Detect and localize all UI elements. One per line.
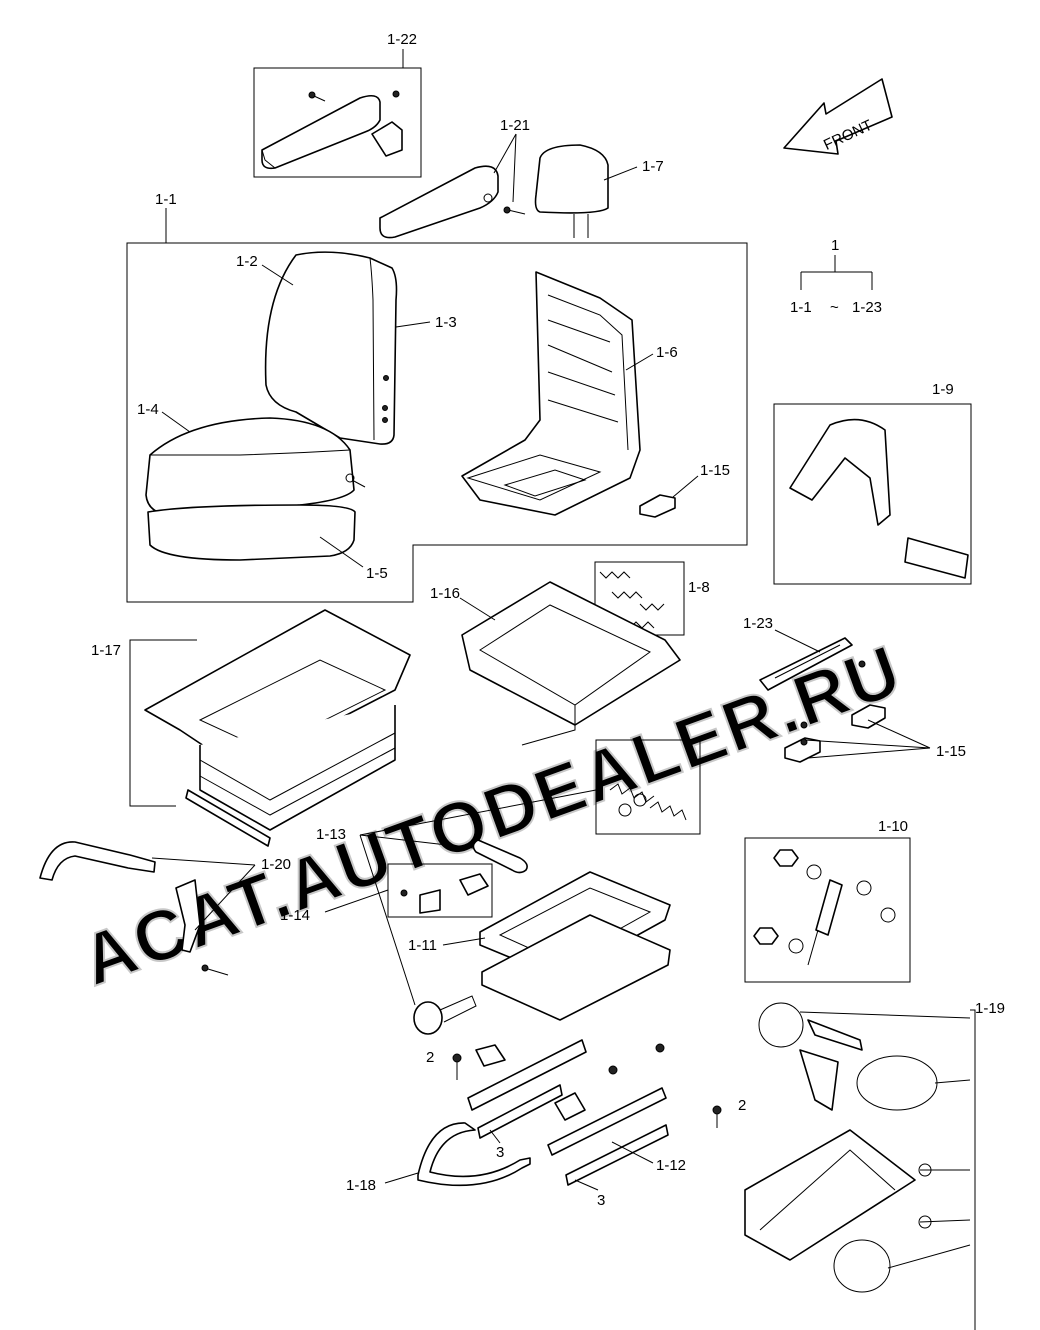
seat-cushion: 1-4 1-5 — [137, 401, 388, 582]
svg-text:1-16: 1-16 — [430, 585, 460, 602]
svg-text:1-18: 1-18 — [346, 1177, 376, 1194]
damper-1-10-group: 1-10 — [744, 818, 911, 983]
svg-text:1-2: 1-2 — [236, 253, 258, 270]
front-arrow-icon: FRONT — [783, 78, 893, 155]
bracket-1-14-group: 1-14 — [280, 863, 493, 924]
svg-text:3: 3 — [496, 1144, 504, 1161]
svg-text:1-1: 1-1 — [790, 299, 812, 316]
svg-text:~: ~ — [830, 299, 839, 316]
svg-text:1: 1 — [831, 237, 839, 254]
svg-text:1-1: 1-1 — [155, 191, 177, 208]
svg-text:1-8: 1-8 — [688, 579, 710, 596]
svg-text:1-15: 1-15 — [700, 462, 730, 479]
svg-text:1-19: 1-19 — [975, 1000, 1005, 1017]
svg-text:1-11: 1-11 — [408, 937, 437, 954]
bellows-1-17: 1-17 — [91, 609, 411, 847]
svg-text:1-5: 1-5 — [366, 565, 388, 582]
bracket-1-19-group: 1-19 — [744, 1000, 1005, 1330]
svg-text:1-4: 1-4 — [137, 401, 159, 418]
slide-rails-bottom: 2 2 3 3 1-12 — [426, 1039, 746, 1209]
svg-text:1-12: 1-12 — [656, 1157, 686, 1174]
seat-assembly-1-1-box: 1-1 — [126, 191, 748, 603]
stopper-1-15-top: 1-15 — [639, 462, 730, 518]
svg-text:3: 3 — [597, 1192, 605, 1209]
svg-text:1-17: 1-17 — [91, 642, 121, 659]
seat-belt-1-20: 1-20 — [39, 841, 291, 976]
svg-text:1-20: 1-20 — [261, 856, 291, 873]
spring-set-1-13-group: 1-13 — [316, 739, 701, 1006]
height-knob — [413, 995, 477, 1035]
armrest-1-22-group: 1-22 — [253, 31, 422, 178]
backrest-cushion: 1-2 1-3 — [236, 251, 457, 445]
headrest-1-7: 1-7 — [534, 144, 664, 238]
svg-text:1-21: 1-21 — [500, 117, 530, 134]
belt-cover-1-9-group: 1-9 — [773, 381, 972, 585]
seat-frame-1-6: 1-6 — [461, 271, 678, 516]
svg-text:1-23: 1-23 — [743, 615, 773, 632]
svg-text:2: 2 — [738, 1097, 746, 1114]
stoppers-1-15-pair: 1-15 — [784, 704, 966, 763]
svg-text:1-15: 1-15 — [936, 743, 966, 760]
svg-text:1-9: 1-9 — [932, 381, 954, 398]
svg-text:1-13: 1-13 — [316, 826, 346, 843]
suspension-1-11: 1-11 — [408, 871, 671, 1021]
assembly-tree: 1 1-1 ~ 1-23 — [790, 237, 882, 316]
slide-rail-1-23: 1-23 — [743, 615, 866, 691]
rail-frame-1-16: 1-16 — [430, 581, 681, 746]
armrest-1-21: 1-21 — [379, 117, 530, 239]
svg-text:1-22: 1-22 — [387, 31, 417, 48]
svg-text:2: 2 — [426, 1049, 434, 1066]
svg-text:1-7: 1-7 — [642, 158, 664, 175]
lever-rod-1-18: 1-18 — [346, 1122, 531, 1194]
svg-text:1-23: 1-23 — [852, 299, 882, 316]
svg-text:1-10: 1-10 — [878, 818, 908, 835]
svg-text:1-14: 1-14 — [280, 907, 310, 924]
svg-text:1-3: 1-3 — [435, 314, 457, 331]
svg-text:1-6: 1-6 — [656, 344, 678, 361]
